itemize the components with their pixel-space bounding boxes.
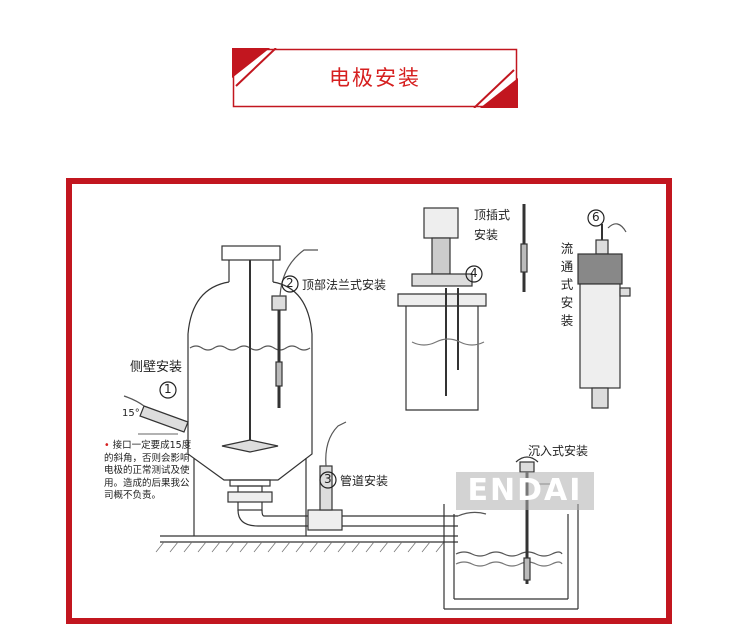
banner-frame <box>232 48 518 108</box>
label-flow-through: 流通式安装 <box>560 241 574 328</box>
title-banner: 电极安装 <box>232 48 518 108</box>
marker-4: 4 <box>470 266 478 280</box>
top-insert-assembly <box>397 204 528 411</box>
marker-6-circle <box>587 209 605 227</box>
marker-6: 6 <box>592 210 600 224</box>
marker-4-circle <box>465 265 483 283</box>
note-bullet: • <box>104 440 110 451</box>
marker-1: 1 <box>164 382 172 396</box>
ground <box>155 535 458 553</box>
marker-2: 2 <box>286 276 294 290</box>
label-pipeline: 管道安装 <box>340 474 389 488</box>
label-submersion: 沉入式安装 <box>528 444 589 458</box>
reactor-tank <box>123 245 319 536</box>
flow-through-assembly <box>577 223 631 409</box>
marker-1-circle <box>159 381 177 399</box>
installation-diagram <box>123 204 631 610</box>
label-top-insert-1: 顶插式 <box>474 208 511 222</box>
watermark-logo: ENDAI <box>456 472 594 510</box>
marker-3: 3 <box>324 472 332 486</box>
label-side-wall: 侧壁安装 <box>130 360 183 375</box>
label-top-flange: 顶部法兰式安装 <box>302 278 387 292</box>
note-text: 接口一定要成15度的斜角，否则会影响电极的正常测试及使用。造成的后果我公司概不负… <box>104 440 192 501</box>
page-title: 电极安装 <box>329 66 421 90</box>
marker-3-circle <box>319 471 337 489</box>
diagram-frame: 1 2 3 4 6 侧壁安装 顶部法兰式安装 顶插式 安装 流通式安装 管道安装… <box>66 178 672 624</box>
label-top-insert-2: 安装 <box>474 228 499 242</box>
submersion-basin <box>443 456 579 610</box>
marker-2-circle <box>281 275 299 293</box>
label-angle: 15° <box>122 408 140 419</box>
warning-note: • 接口一定要成15度的斜角，否则会影响电极的正常测试及使用。造成的后果我公司概… <box>104 440 194 503</box>
